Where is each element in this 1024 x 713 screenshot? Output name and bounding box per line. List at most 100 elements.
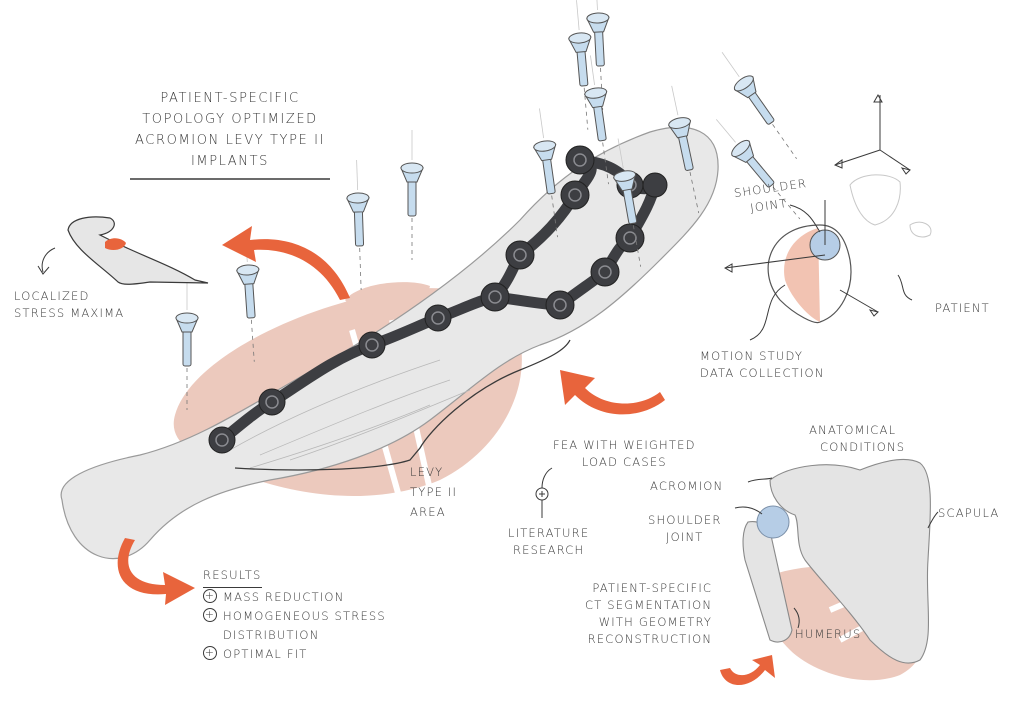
arrow-to-stress [222,226,350,300]
results-item: + Optimal Fit [203,645,386,664]
literature-research-label: Literature Research [508,525,589,559]
result-text: Homogeneous Stress Distribution [223,607,386,645]
implant-hole [208,426,236,454]
implant-hole [480,282,510,312]
screw-icon [721,52,797,159]
axis-line [839,289,879,313]
patient-head-sketch [849,174,932,238]
motion-envelope [767,224,852,324]
label-line: Research [512,543,585,557]
axis-line [724,254,826,269]
bone-shading [229,359,471,469]
plus-icon: + [203,608,217,622]
label-line: FEA with Weighted [553,438,696,452]
title-line: Implants [190,154,270,169]
label-line: Anatomical [809,423,897,437]
ct-segmentation-label: Patient-Specific CT Segmentation with Ge… [585,580,712,648]
screw-icon [175,280,199,410]
literature-connector [535,467,553,518]
screw-icon [612,138,642,267]
fea-label: FEA with Weighted Load Cases [553,437,696,471]
screw-icon [586,0,610,110]
result-text-line: Distribution [223,628,320,642]
label-line: Stress Maxima [14,306,125,320]
scapula-label: Scapula [938,506,1000,520]
motion-pointer [749,284,786,341]
label-line: Data Collection [700,366,825,380]
results-item: + Homogeneous Stress Distribution [203,607,386,645]
implant-hole [615,223,645,253]
implant-hole [590,257,620,287]
arrow-to-results [117,538,195,605]
title-line: Acromion Levy Type II [135,133,325,148]
scapula-bone [769,458,931,664]
levy-area-label: Levy Type II Area [410,462,457,522]
anatomical-conditions-label: Anatomical Conditions [800,422,905,456]
screw-icon [568,0,592,130]
title-line: Patient-Specific [160,91,300,106]
implant-hole [565,145,595,175]
motion-study-label: Motion Study Data Collection [700,348,825,382]
axis-line [879,149,911,171]
humerus-label: Humerus [795,627,862,641]
label-line: Conditions [820,440,906,454]
arrow-from-ct [720,655,775,685]
patient-pointer [897,274,913,301]
stress-maxima-inset [37,216,209,285]
implant-hole [545,290,575,320]
glenohumeral-joint [756,505,790,539]
arrow-from-fea [560,370,665,415]
diagram-title: Patient-Specific Topology Optimized Acro… [130,88,330,172]
levy-bracket [234,339,571,471]
acromion-label: Acromion [650,479,724,493]
label-line: with Geometry [598,615,713,629]
bone-screws [175,0,801,410]
title-line: Topology Optimized [142,112,318,127]
result-text-line: Homogeneous Stress [223,609,386,623]
label-line: Area [410,505,446,519]
implant-hole [505,240,535,270]
label-line: CT Segmentation [585,598,713,612]
patient-label: Patient [935,301,990,315]
label-line: Literature [508,526,590,540]
results-item: + Mass Reduction [203,588,386,607]
implant-hole [424,304,452,332]
screw-icon [533,108,558,238]
screw-icon [584,55,609,185]
label-line: Patient-Specific [592,581,713,595]
results-list: Results + Mass Reduction + Homogeneous S… [203,566,386,664]
label-line: Shoulder [648,513,722,527]
label-line: Load Cases [581,455,667,469]
screw-icon [346,160,370,290]
plus-icon: + [203,646,217,660]
label-line: Localized [14,289,90,303]
screw-icon [236,232,260,362]
axes [723,93,911,317]
implant-hole [358,331,386,359]
results-heading: Results [203,566,262,588]
implant-hole [258,388,286,416]
plus-icon: + [203,589,217,603]
label-line: Joint [666,530,704,544]
implant-hole [642,172,668,198]
label-line: Motion Study [700,349,804,363]
anatomical-diagram [734,458,939,664]
result-text: Optimal Fit [223,647,308,661]
stress-maxima-label: Localized Stress Maxima [14,288,124,322]
anatomy-pointers [734,477,939,629]
implant-hole [560,180,590,210]
process-arrows [117,226,775,685]
label-line: Levy [410,465,444,479]
label-line: Reconstruction [587,632,713,646]
shoulder-pointer [789,204,821,233]
motion-study-diagram [723,93,932,341]
inset-bone [67,216,209,285]
screw-icon [400,130,424,260]
stress-pointer-arrow [37,247,56,275]
label-line: Type II [410,485,458,499]
stress-hotspot [105,238,126,251]
result-text: Mass Reduction [223,590,345,604]
screw-icon [715,119,801,220]
screw-icon [667,85,700,214]
